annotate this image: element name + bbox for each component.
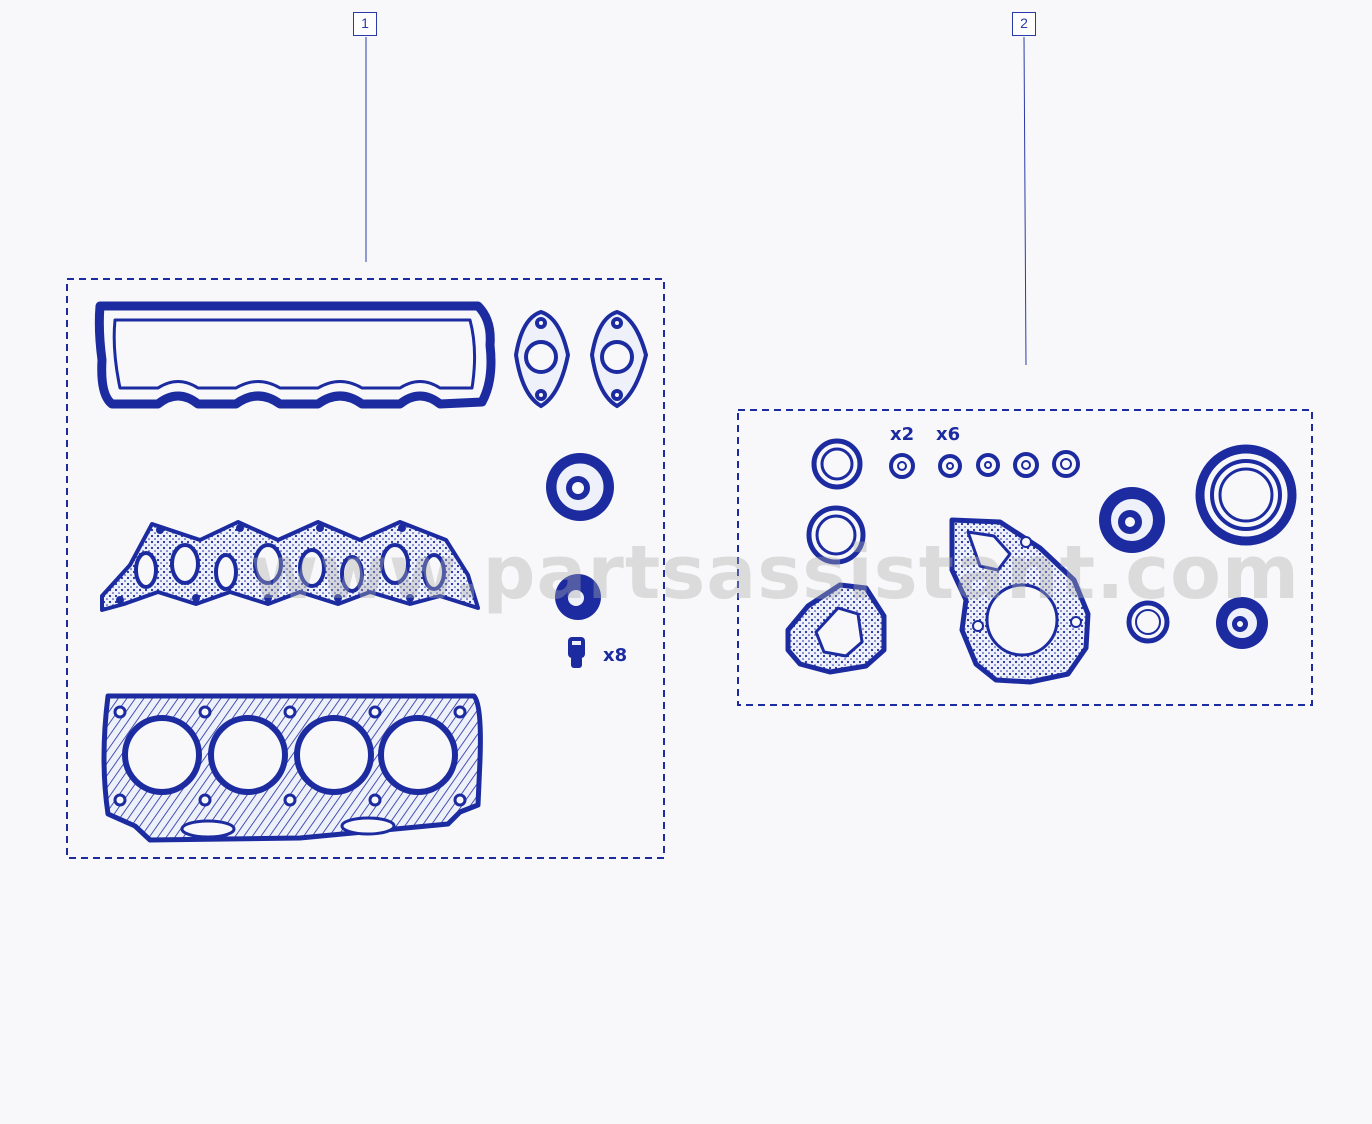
- gasket-set-1[interactable]: [66, 278, 665, 859]
- crankshaft-oil-seal: [1195, 444, 1297, 546]
- cylinder-head-gasket: [101, 693, 483, 843]
- callout-1[interactable]: 1: [353, 12, 377, 36]
- qty-label-small-seals-x2: x2: [890, 424, 915, 445]
- gasket-set-2[interactable]: [737, 409, 1313, 706]
- qty-label-valve-stem-seals: x8: [603, 645, 628, 666]
- rocker-cover-gasket: [94, 301, 496, 409]
- oil-seal-small: [555, 574, 601, 620]
- flange-gasket-left: [513, 309, 571, 409]
- oil-seal-large: [546, 453, 614, 521]
- manifold-gasket: [100, 520, 480, 612]
- valve-stem-seal: [568, 637, 585, 668]
- o-ring-top: [811, 438, 863, 490]
- qty-label-small-seals-x6: x6: [936, 424, 961, 445]
- small-seals-x2: [889, 453, 915, 479]
- o-ring-middle: [806, 505, 866, 565]
- oil-seal-camshaft: [1216, 597, 1268, 649]
- water-pump-gasket: [949, 517, 1091, 685]
- leader-line-2: [1023, 36, 1027, 366]
- thermostat-gasket: [785, 582, 887, 675]
- o-ring-small: [1126, 600, 1170, 644]
- small-seals-x6: [938, 450, 1080, 478]
- group-2-frame: [737, 409, 1313, 706]
- callout-2[interactable]: 2: [1012, 12, 1036, 36]
- oil-seal-medium: [1099, 487, 1165, 553]
- flange-gasket-right: [589, 309, 649, 409]
